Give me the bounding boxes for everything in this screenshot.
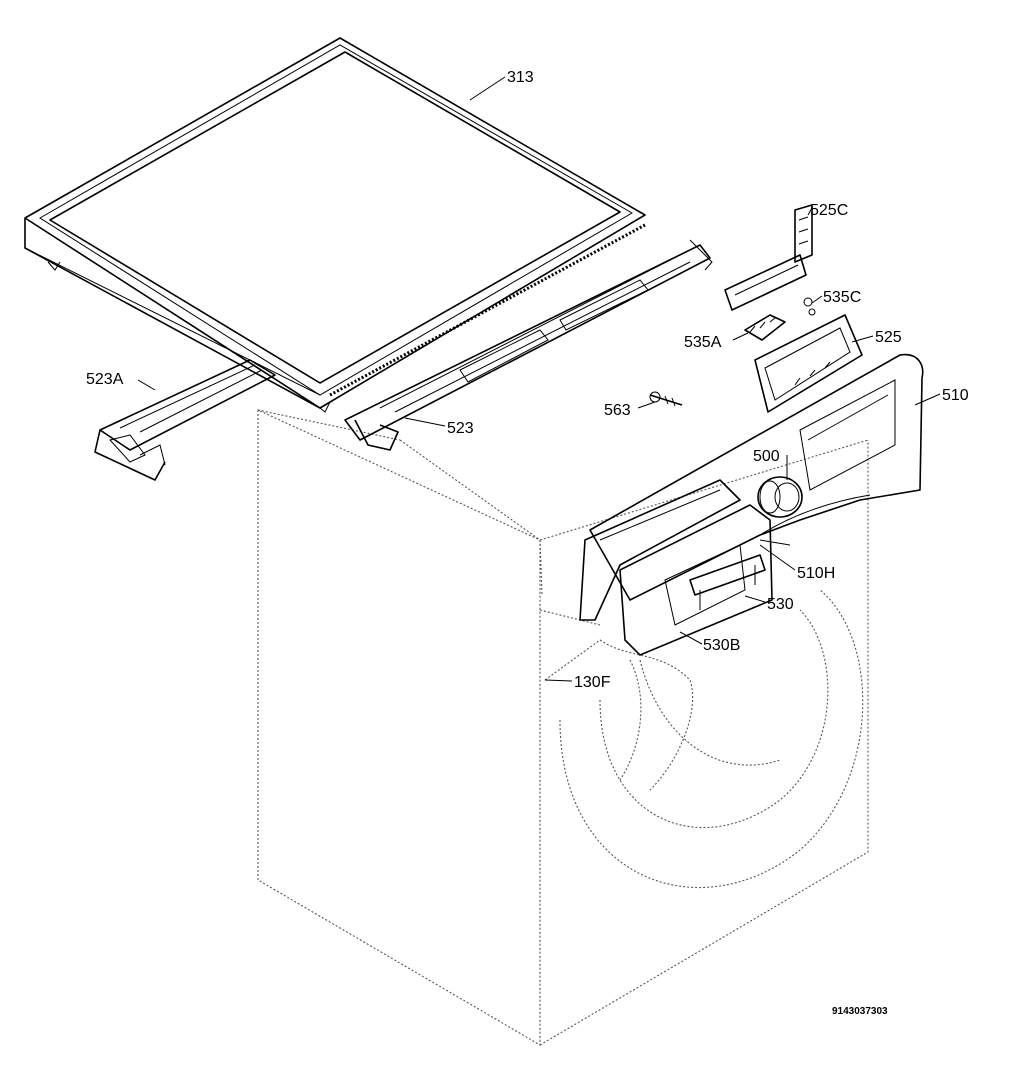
callout-525: 525 xyxy=(875,329,902,346)
callout-labels: 313 525C 535C 535A 525 523A 510 563 523 … xyxy=(86,69,969,691)
callout-535c: 535C xyxy=(823,289,861,306)
leader-lines xyxy=(137,76,941,682)
callout-525c: 525C xyxy=(810,202,848,219)
callout-523: 523 xyxy=(447,420,474,437)
drawing-reference-number: 9143037303 xyxy=(832,1006,888,1017)
dispenser-drawer xyxy=(579,479,791,656)
screw-563 xyxy=(649,391,683,407)
knob-500 xyxy=(757,476,803,518)
hose-130f xyxy=(544,639,694,791)
pcb-525c xyxy=(724,204,813,311)
callout-500: 500 xyxy=(753,448,780,465)
callout-530b: 530B xyxy=(703,637,740,654)
callout-510: 510 xyxy=(942,387,969,404)
callout-535a: 535A xyxy=(684,334,722,351)
buttons-535 xyxy=(744,297,816,341)
top-lid xyxy=(24,37,646,413)
callout-523a: 523A xyxy=(86,371,124,388)
callout-530: 530 xyxy=(767,596,794,613)
callout-313: 313 xyxy=(507,69,534,86)
rail-523 xyxy=(344,239,713,451)
callout-130f: 130F xyxy=(574,674,611,691)
callout-563: 563 xyxy=(604,402,631,419)
rail-523a xyxy=(94,359,276,481)
cabinet-outline xyxy=(257,409,869,1046)
callout-510h: 510H xyxy=(797,565,835,582)
control-panel-510 xyxy=(589,353,924,601)
display-frame-525 xyxy=(754,314,863,413)
